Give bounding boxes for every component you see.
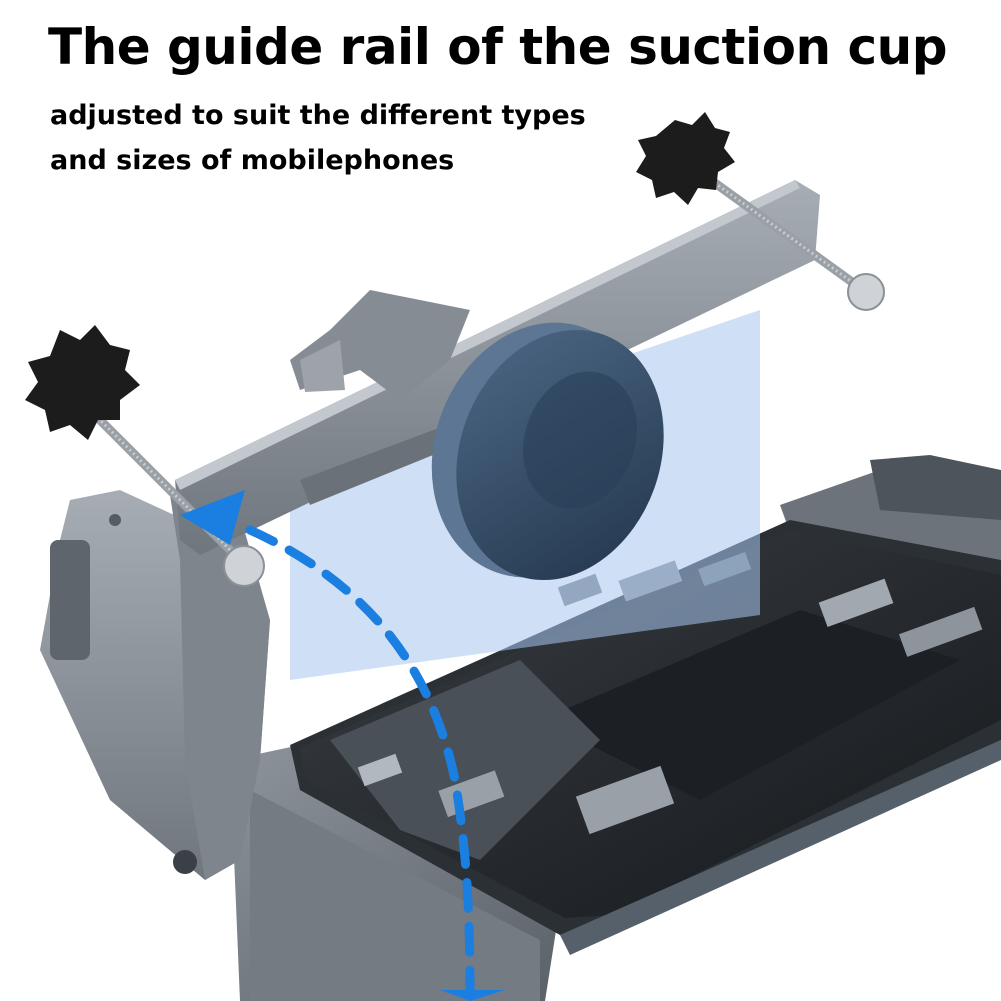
left-star-knob-icon	[25, 325, 140, 440]
arrow-head-top-icon	[180, 490, 245, 545]
rail-clamp	[290, 290, 470, 400]
rotation-guide-arrow	[180, 490, 505, 1001]
right-knob-screw	[636, 112, 885, 311]
subtitle-line-1: adjusted to suit the different types	[50, 100, 586, 131]
headline: The guide rail of the suction cup	[48, 18, 947, 76]
left-bracket	[40, 480, 270, 880]
rail-slot	[300, 420, 470, 505]
subtitle-line-2: and sizes of mobilephones	[50, 145, 455, 176]
phone-battery	[540, 610, 960, 800]
logic-board	[330, 660, 600, 860]
right-star-knob-icon	[636, 112, 735, 205]
arrow-head-bottom-icon	[440, 990, 505, 1001]
suction-cup	[431, 322, 664, 581]
